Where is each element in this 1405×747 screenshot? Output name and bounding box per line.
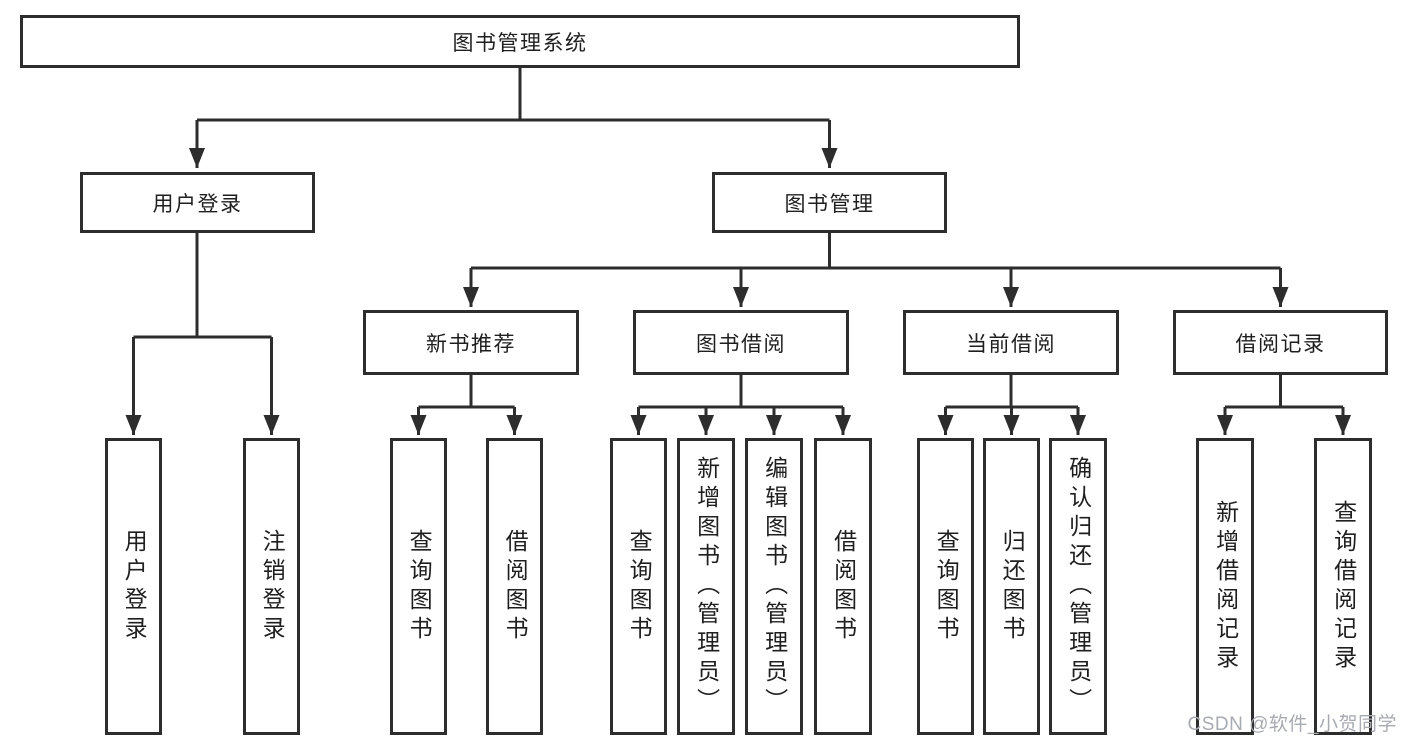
- leaf-rec-query-books: 查询图书: [390, 438, 447, 735]
- leaf-cb-query-books-label: 查询图书: [933, 528, 960, 645]
- node-user-login: 用户登录: [80, 172, 315, 233]
- node-new-book-recommend: 新书推荐: [363, 310, 579, 375]
- node-library-system-label: 图书管理系统: [452, 31, 588, 55]
- leaf-bb-borrow-books: 借阅图书: [814, 438, 872, 735]
- leaf-bb-edit-books-admin-label: 编辑图书（管理员）: [761, 456, 788, 717]
- leaf-cb-confirm-return-admin: 确认归还（管理员）: [1049, 438, 1107, 735]
- leaf-bb-query-books: 查询图书: [610, 438, 667, 735]
- node-book-management-label: 图书管理: [784, 192, 875, 216]
- leaf-logout: 注销登录: [243, 438, 300, 735]
- leaf-bb-add-books-admin: 新增图书（管理员）: [677, 438, 735, 735]
- leaf-user-login: 用户登录: [105, 438, 162, 735]
- leaf-br-add-record-label: 新增借阅记录: [1212, 499, 1239, 674]
- leaf-rec-query-books-label: 查询图书: [406, 528, 433, 645]
- leaf-rec-borrow-books: 借阅图书: [486, 438, 543, 735]
- leaf-bb-add-books-admin-label: 新增图书（管理员）: [693, 456, 720, 717]
- leaf-br-query-record-label: 查询借阅记录: [1330, 499, 1357, 674]
- leaf-cb-return-books-label: 归还图书: [999, 528, 1026, 645]
- node-book-management: 图书管理: [712, 172, 947, 233]
- leaf-cb-query-books: 查询图书: [917, 438, 974, 735]
- leaf-cb-confirm-return-admin-label: 确认归还（管理员）: [1065, 456, 1092, 717]
- leaf-user-login-label: 用户登录: [121, 528, 148, 645]
- node-book-borrowing-label: 图书借阅: [696, 332, 786, 356]
- leaf-br-add-record: 新增借阅记录: [1196, 438, 1254, 735]
- leaf-cb-return-books: 归还图书: [983, 438, 1040, 735]
- connector-group: [125, 68, 1351, 435]
- leaf-rec-borrow-books-label: 借阅图书: [502, 528, 529, 645]
- leaf-bb-query-books-label: 查询图书: [626, 528, 653, 645]
- leaf-bb-edit-books-admin: 编辑图书（管理员）: [745, 438, 803, 735]
- node-current-borrowing-label: 当前借阅: [966, 332, 1056, 356]
- node-borrowing-records: 借阅记录: [1173, 310, 1388, 375]
- node-borrowing-records-label: 借阅记录: [1235, 332, 1326, 356]
- leaf-bb-borrow-books-label: 借阅图书: [830, 528, 857, 645]
- watermark: CSDN @软件_小贺同学: [1187, 714, 1397, 735]
- node-user-login-label: 用户登录: [152, 192, 243, 216]
- node-current-borrowing: 当前借阅: [903, 310, 1119, 375]
- node-book-borrowing: 图书借阅: [633, 310, 849, 375]
- node-new-book-recommend-label: 新书推荐: [426, 332, 516, 356]
- node-library-system: 图书管理系统: [20, 15, 1020, 68]
- leaf-logout-label: 注销登录: [259, 528, 286, 645]
- leaf-br-query-record: 查询借阅记录: [1314, 438, 1372, 735]
